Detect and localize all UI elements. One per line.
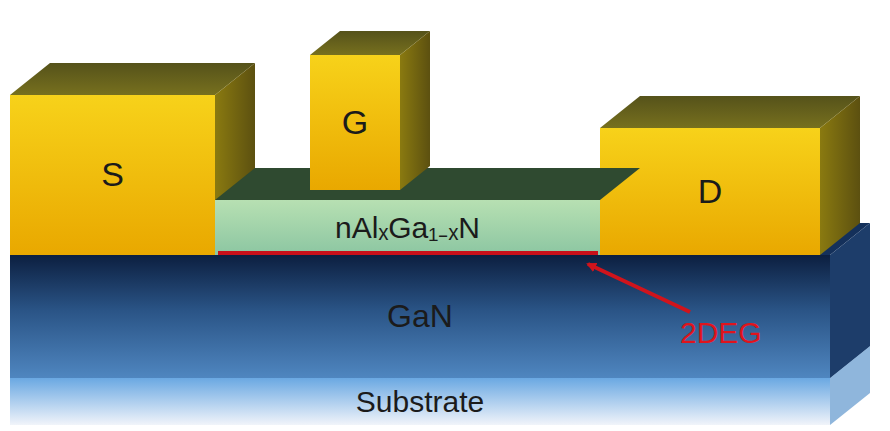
drain-contact xyxy=(600,96,860,255)
layer-label: G xyxy=(342,104,368,141)
leader-arrow xyxy=(588,264,690,312)
gate-box: G xyxy=(310,55,400,190)
gate-contact xyxy=(310,31,430,190)
layer-label: S xyxy=(101,156,124,193)
substrate-box: Substrate xyxy=(10,378,830,425)
layer-label: D xyxy=(698,173,723,210)
barrier-layer-box: nAlₓGa₁₋ₓN xyxy=(215,200,600,255)
algan-layer xyxy=(215,168,640,255)
source-box: S xyxy=(10,95,215,255)
layer-label: nAlₓGa₁₋ₓN xyxy=(335,211,480,244)
2deg-line xyxy=(218,251,598,255)
layer-label: GaN xyxy=(387,299,453,334)
layer-label: Substrate xyxy=(356,385,484,418)
callout-label: 2DEG xyxy=(680,316,762,349)
drain-box: D xyxy=(600,128,820,255)
